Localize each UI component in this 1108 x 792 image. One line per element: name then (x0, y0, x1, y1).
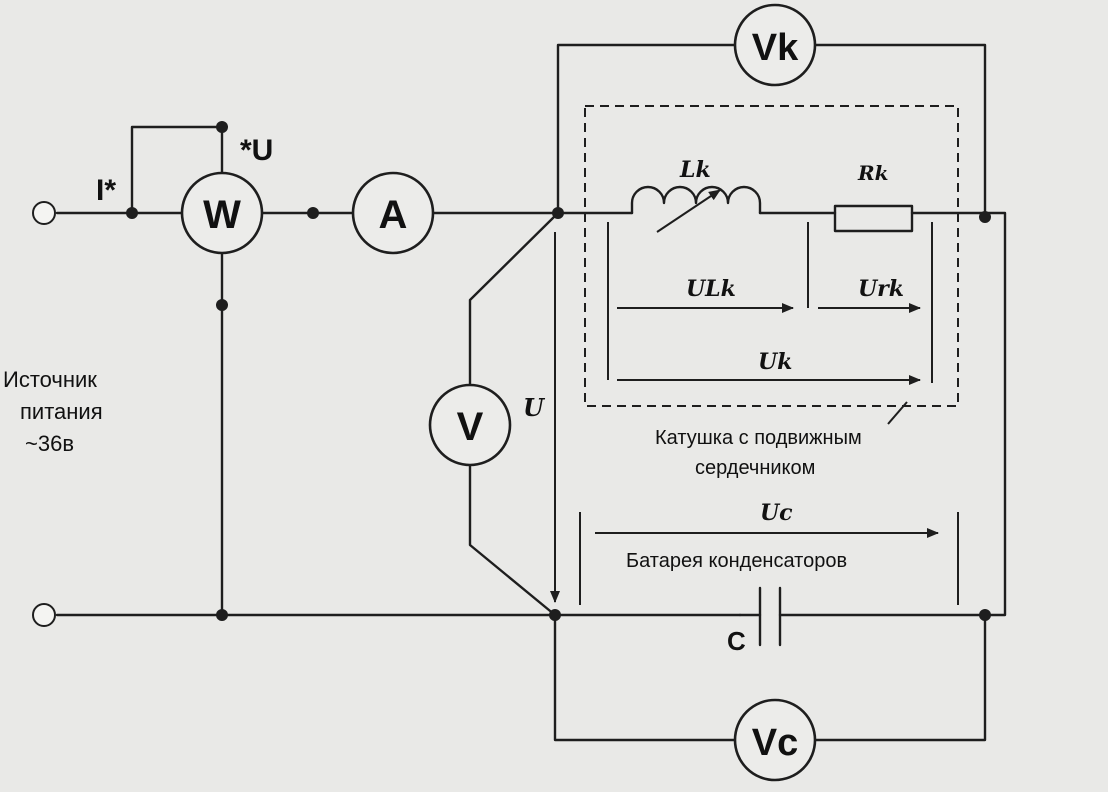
voltmeter-coil-label: Vk (752, 27, 799, 69)
wattmeter-label: W (203, 193, 241, 237)
u-total-label: U (523, 393, 546, 422)
coil-caption-line2: сердечником (695, 457, 815, 479)
coil-enclosure (584, 105, 959, 407)
voltmeter-icon (428, 383, 512, 467)
resistance-label: Rk (857, 161, 888, 185)
source-terminal-top[interactable] (32, 201, 56, 225)
voltmeter-label: V (457, 405, 484, 449)
capacitor-symbol-label: C (727, 626, 746, 656)
voltmeter-capacitor-label: Vc (752, 722, 798, 764)
source-caption-line2: питания (20, 399, 103, 424)
ammeter-label: A (379, 193, 408, 237)
inductance-label: Lk (679, 157, 711, 183)
inductor-coil-icon (630, 185, 762, 233)
voltmeter-capacitor-icon (733, 698, 817, 782)
voltmeter-coil-icon (733, 3, 817, 87)
u-lk-label: ULk (686, 276, 736, 302)
u-rk-label: Urk (858, 276, 904, 302)
source-caption-line1: Источник (3, 367, 97, 392)
source-caption-line3: ~36в (25, 431, 74, 456)
ammeter-icon (351, 171, 435, 255)
coil-caption-line1: Катушка с подвижным (655, 427, 862, 449)
capacitor-caption: Батарея конденсаторов (626, 550, 847, 572)
voltage-brackets (579, 222, 959, 605)
wires (55, 43, 1007, 742)
voltage-terminal-label: *U (240, 134, 273, 167)
u-c-label: Uc (760, 500, 793, 526)
junction-dots (126, 121, 991, 621)
current-terminal-label: I* (96, 174, 116, 207)
source-terminal-bottom[interactable] (32, 603, 56, 627)
resistor-icon (833, 204, 914, 233)
capacitor-icon (738, 586, 782, 647)
u-k-label: Uk (758, 349, 792, 375)
wattmeter-icon (180, 171, 264, 255)
